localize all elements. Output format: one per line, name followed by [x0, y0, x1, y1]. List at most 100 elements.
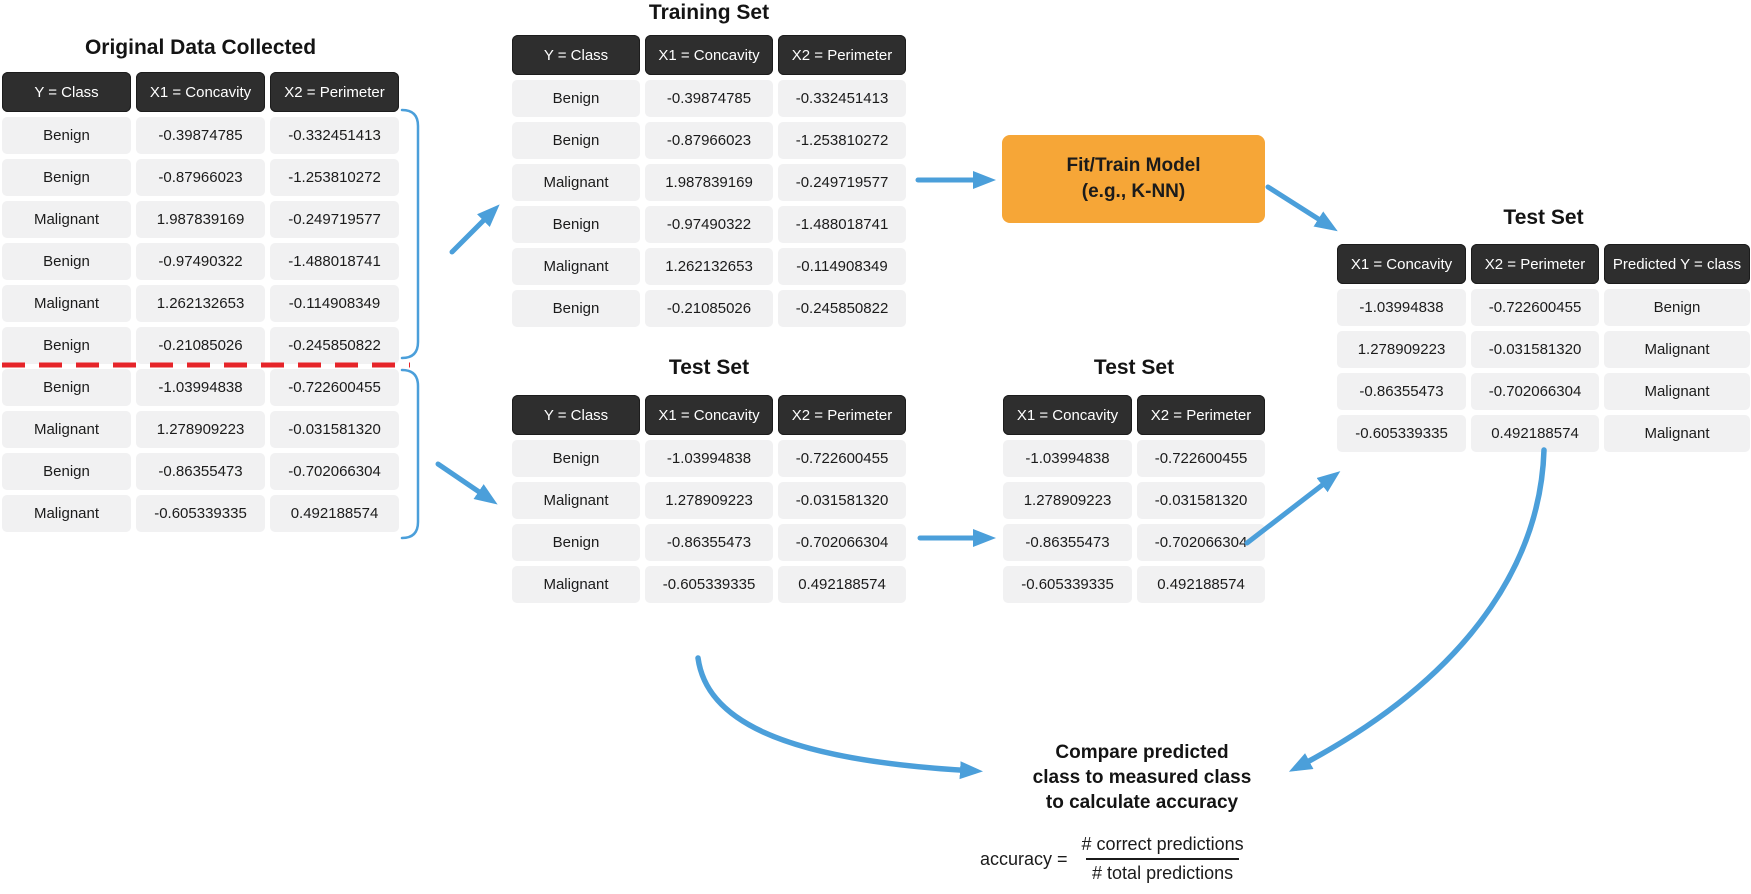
- table-cell: Malignant: [512, 566, 640, 603]
- table-cell: -0.332451413: [778, 80, 906, 117]
- table-cell: -0.332451413: [270, 117, 399, 154]
- arrow-test-to-compare: [695, 655, 983, 780]
- table-cell: Benign: [512, 440, 640, 477]
- formula-lhs: accuracy =: [980, 848, 1068, 869]
- table-cell: Malignant: [1604, 373, 1750, 410]
- table-cell: Malignant: [1604, 415, 1750, 452]
- column-header: X1 = Concavity: [1003, 395, 1132, 435]
- table-cell: -0.031581320: [1471, 331, 1599, 368]
- table-cell: 1.987839169: [645, 164, 773, 201]
- table-cell: -1.03994838: [136, 369, 265, 406]
- column-header: X1 = Concavity: [645, 35, 773, 75]
- table-cell: -0.031581320: [778, 482, 906, 519]
- compare-note-line1: Compare predicted: [1055, 742, 1229, 763]
- table-cell: Benign: [512, 290, 640, 327]
- accuracy-formula: accuracy = # correct predictions # total…: [980, 834, 1250, 884]
- table-cell: Benign: [512, 206, 640, 243]
- column-header: Predicted Y = class: [1604, 244, 1750, 284]
- table-cell: -0.702066304: [1137, 524, 1265, 561]
- table-cell: Malignant: [512, 248, 640, 285]
- column-header: X1 = Concavity: [645, 395, 773, 435]
- table-cell: -0.87966023: [136, 159, 265, 196]
- table-cell: -0.21085026: [645, 290, 773, 327]
- table-cell: 0.492188574: [1471, 415, 1599, 452]
- training-rows-bracket: [400, 108, 420, 360]
- formula-numerator: # correct predictions: [1081, 834, 1244, 854]
- table-cell: 1.262132653: [136, 285, 265, 322]
- table-cell: -0.114908349: [778, 248, 906, 285]
- arrow-split-to-test: [435, 461, 498, 505]
- table-cell: Malignant: [2, 411, 131, 448]
- table-cell: -0.722600455: [778, 440, 906, 477]
- compare-note-line3: to calculate accuracy: [1045, 792, 1239, 813]
- table-cell: 1.278909223: [136, 411, 265, 448]
- column-header: X2 = Perimeter: [778, 35, 906, 75]
- table-cell: -0.702066304: [270, 453, 399, 490]
- table-cell: -0.031581320: [270, 411, 399, 448]
- training-set-title: Training Set: [648, 1, 770, 24]
- table-cell: -0.605339335: [136, 495, 265, 532]
- test-rows-bracket: [400, 368, 420, 540]
- table-cell: -0.86355473: [1337, 373, 1466, 410]
- table-cell: Malignant: [512, 482, 640, 519]
- table-cell: Benign: [2, 243, 131, 280]
- original-data-title: Original Data Collected: [84, 36, 317, 59]
- column-header: X1 = Concavity: [1337, 244, 1466, 284]
- table-cell: 1.278909223: [645, 482, 773, 519]
- table-cell: 1.987839169: [136, 201, 265, 238]
- table-cell: -0.605339335: [645, 566, 773, 603]
- table-cell: -0.97490322: [136, 243, 265, 280]
- formula-fraction: # correct predictions # total prediction…: [1076, 834, 1250, 884]
- table-cell: -0.702066304: [1471, 373, 1599, 410]
- compare-note-line2: class to measured class: [1032, 767, 1252, 788]
- table-cell: -0.245850822: [778, 290, 906, 327]
- table-cell: 1.262132653: [645, 248, 773, 285]
- table-cell: -1.488018741: [270, 243, 399, 280]
- table-cell: Benign: [2, 327, 131, 364]
- table-cell: Malignant: [2, 495, 131, 532]
- model-box-line2: (e.g., K-NN): [1081, 181, 1186, 202]
- column-header: X2 = Perimeter: [778, 395, 906, 435]
- table-cell: Malignant: [2, 285, 131, 322]
- column-header: X1 = Concavity: [136, 72, 265, 112]
- table-cell: Benign: [2, 369, 131, 406]
- table-cell: -0.87966023: [645, 122, 773, 159]
- table-cell: -0.605339335: [1003, 566, 1132, 603]
- table-cell: -0.249719577: [778, 164, 906, 201]
- table-cell: 0.492188574: [1137, 566, 1265, 603]
- column-header: Y = Class: [512, 35, 640, 75]
- table-cell: -0.21085026: [136, 327, 265, 364]
- table-cell: Benign: [2, 453, 131, 490]
- table-cell: -0.86355473: [1003, 524, 1132, 561]
- table-cell: Malignant: [1604, 331, 1750, 368]
- test-set-labeled-title: Test Set: [668, 356, 750, 379]
- fit-train-model-box: Fit/Train Model (e.g., K-NN): [1002, 135, 1265, 223]
- table-cell: Benign: [512, 80, 640, 117]
- table-cell: 1.278909223: [1337, 331, 1466, 368]
- table-cell: Benign: [2, 159, 131, 196]
- table-cell: Malignant: [2, 201, 131, 238]
- table-cell: -1.03994838: [645, 440, 773, 477]
- table-cell: -0.722600455: [1471, 289, 1599, 326]
- table-cell: -1.03994838: [1337, 289, 1466, 326]
- table-cell: 0.492188574: [270, 495, 399, 532]
- table-cell: -0.97490322: [645, 206, 773, 243]
- table-cell: Benign: [512, 122, 640, 159]
- table-cell: -0.031581320: [1137, 482, 1265, 519]
- table-cell: 1.278909223: [1003, 482, 1132, 519]
- table-cell: Benign: [2, 117, 131, 154]
- test-set-features-title: Test Set: [1093, 356, 1175, 379]
- arrow-model-to-predictions: [1265, 184, 1338, 232]
- table-cell: Malignant: [512, 164, 640, 201]
- column-header: X2 = Perimeter: [1471, 244, 1599, 284]
- table-cell: -0.245850822: [270, 327, 399, 364]
- table-cell: Benign: [512, 524, 640, 561]
- table-cell: -0.86355473: [645, 524, 773, 561]
- table-cell: -0.39874785: [645, 80, 773, 117]
- table-cell: -0.86355473: [136, 453, 265, 490]
